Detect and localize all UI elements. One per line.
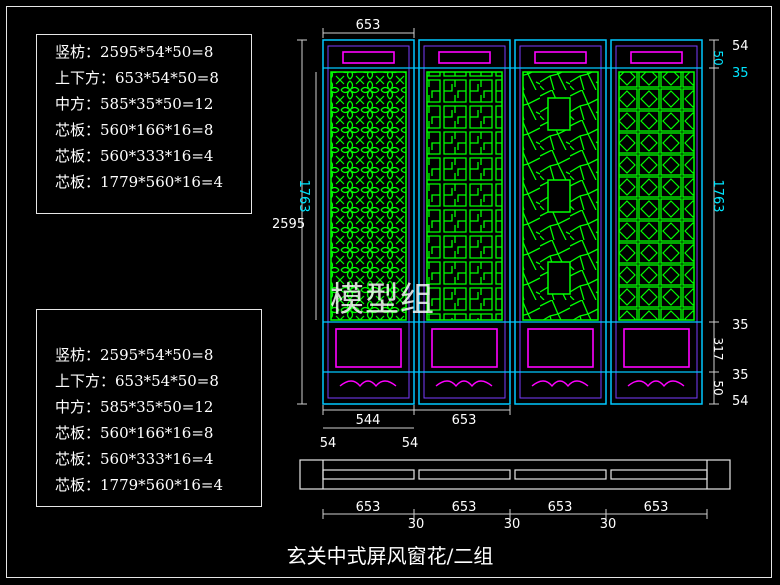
- dim-plan: [322, 509, 708, 519]
- dim-right: [709, 39, 719, 405]
- dim-plan-gap: 30: [408, 517, 425, 532]
- dim-top: [322, 28, 415, 38]
- panel-4: [610, 39, 703, 405]
- dim-plan-gap: 30: [504, 517, 521, 532]
- dim-right-lower-mid: 35: [732, 368, 749, 383]
- dim-right-bottom-gap: 50: [711, 380, 725, 395]
- dim-right-top-gap: 50: [711, 50, 725, 65]
- dim-right-top-mid: 35: [732, 66, 749, 81]
- dim-bottom-left-stile: 54: [320, 436, 337, 451]
- panel-3: [514, 39, 607, 405]
- dim-plan-width: 653: [452, 500, 477, 515]
- panel-2: [418, 39, 511, 405]
- spec-row: 中方：585*35*50=12: [55, 95, 214, 113]
- dim-left-lattice: 1763: [296, 179, 311, 212]
- spec-row: 上下方：653*54*50=8: [55, 372, 219, 390]
- panel-1: [322, 39, 415, 405]
- spec-table-bottom: 竖枋：2595*54*50=8 上下方：653*54*50=8 中方：585*3…: [36, 309, 262, 507]
- dim-left-total: 2595: [272, 217, 305, 232]
- spec-row: 竖枋：2595*54*50=8: [55, 346, 214, 364]
- spec-row: 芯板：1779*560*16=4: [55, 173, 224, 191]
- dim-right-mid-rail: 35: [732, 318, 749, 333]
- dim-plan-gap: 30: [600, 517, 617, 532]
- watermark: 模型组: [330, 280, 435, 320]
- dim-left: [297, 39, 317, 405]
- dim-plan-width: 653: [356, 500, 381, 515]
- spec-row: 中方：585*35*50=12: [55, 398, 214, 416]
- dim-bottom-panel: 653: [452, 413, 477, 428]
- dim-right-lower-panel: 317: [711, 338, 725, 361]
- spec-table-top: 竖枋：2595*54*50=8 上下方：653*54*50=8 中方：585*3…: [36, 34, 252, 214]
- dim-plan-width: 653: [644, 500, 669, 515]
- dim-right-bottom-rail: 54: [732, 394, 749, 409]
- spec-row: 芯板：1779*560*16=4: [55, 476, 224, 494]
- plan-view: [299, 459, 731, 490]
- drawing-caption: 玄关中式屏风窗花/二组: [286, 544, 494, 568]
- spec-row: 芯板：560*166*16=8: [55, 121, 214, 139]
- dim-right-lattice: 1763: [710, 179, 725, 212]
- spec-row: 竖枋：2595*54*50=8: [55, 43, 214, 61]
- drawing-frame: [6, 6, 772, 578]
- spec-row: 芯板：560*333*16=4: [55, 147, 214, 165]
- dim-right-top-rail: 54: [732, 39, 749, 54]
- spec-row: 芯板：560*166*16=8: [55, 424, 214, 442]
- spec-row: 芯板：560*333*16=4: [55, 450, 214, 468]
- dim-top-width: 653: [356, 18, 381, 33]
- dim-bottom: [322, 405, 511, 429]
- spec-row: 上下方：653*54*50=8: [55, 69, 219, 87]
- dim-bottom-inner: 544: [356, 413, 381, 428]
- rails: [323, 67, 702, 373]
- dim-plan-width: 653: [548, 500, 573, 515]
- dim-bottom-right-stile: 54: [402, 436, 419, 451]
